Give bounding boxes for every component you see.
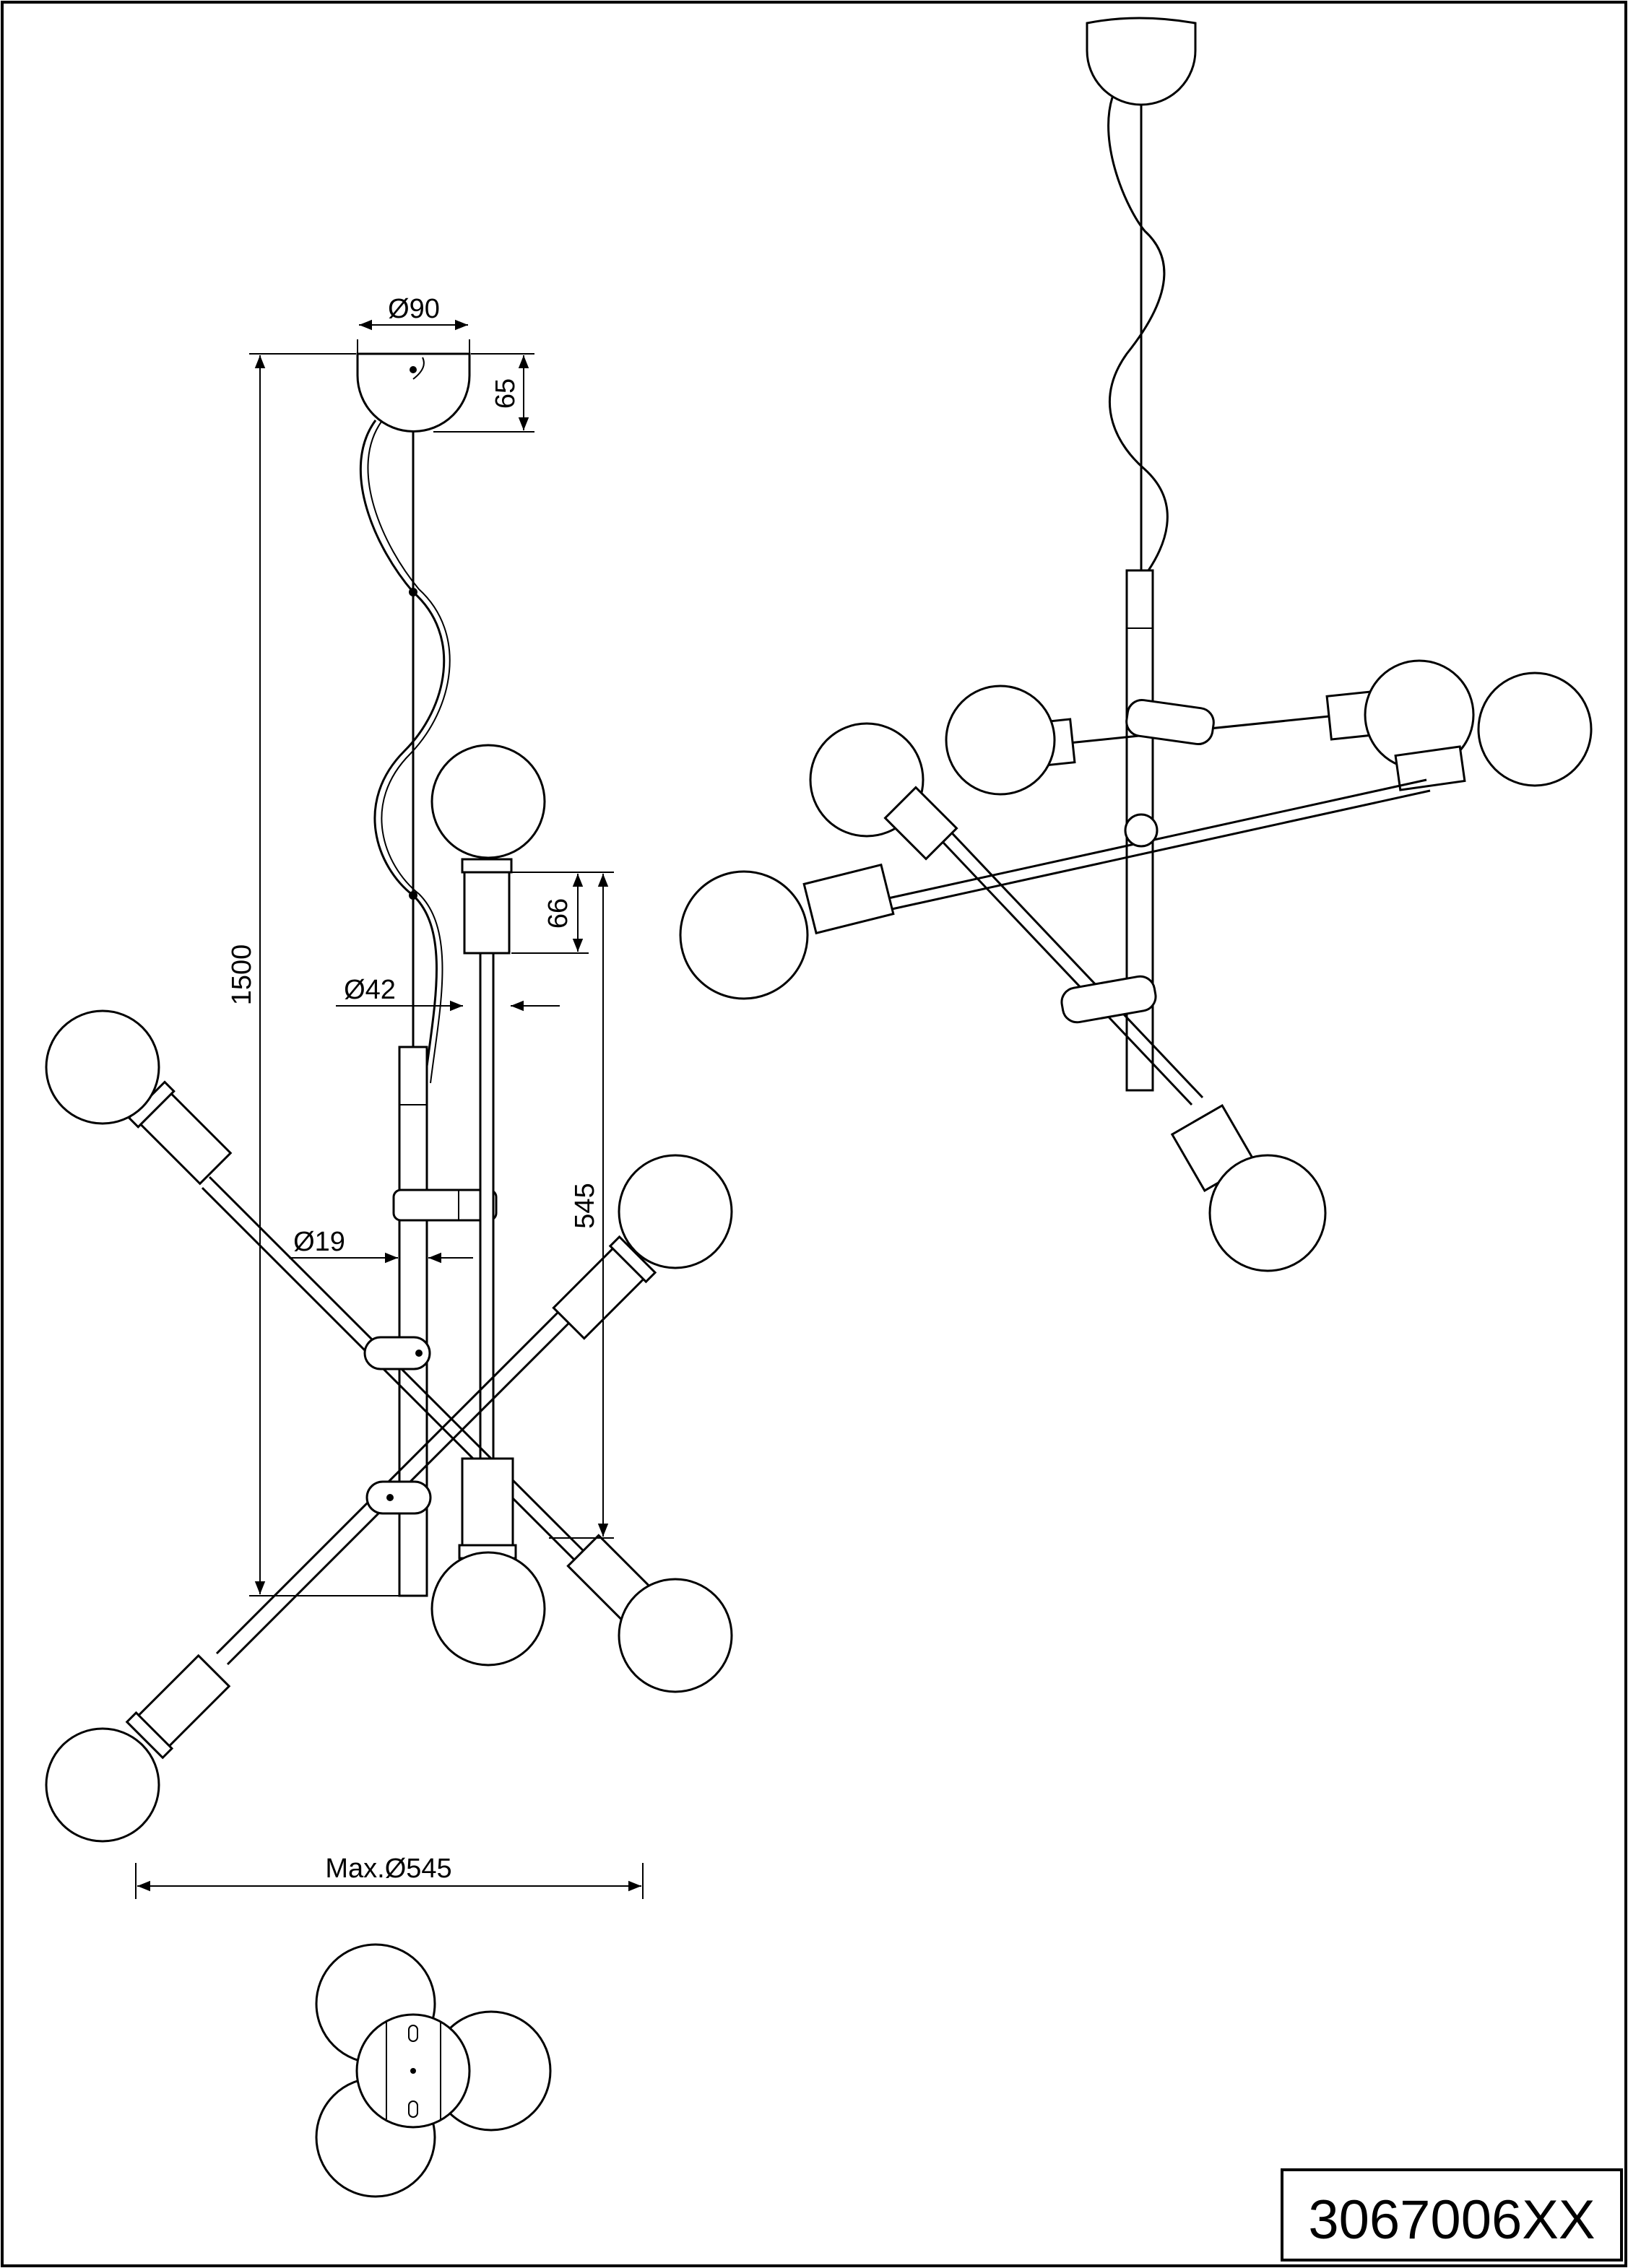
front-elevation-view: Ø90 65 1500 66 Ø42 Ø19 545 Max.Ø545 xyxy=(45,294,733,1899)
perspective-arm-long-edge xyxy=(855,789,1431,918)
top-canopy-screw xyxy=(410,2068,416,2074)
joint-screw xyxy=(386,1494,394,1501)
perspective-bulb xyxy=(945,685,1056,796)
left-upper-bulb xyxy=(45,1009,160,1125)
top-canopy-slot xyxy=(408,2100,418,2118)
left-lower-socket-ring xyxy=(125,1711,174,1760)
dim-canopy-height: 65 xyxy=(490,378,521,409)
perspective-bulb xyxy=(679,870,809,1000)
upper-bulb xyxy=(430,744,546,859)
perspective-view xyxy=(679,17,1593,1272)
perspective-bulb xyxy=(1477,672,1593,787)
perspective-arm-diagonal xyxy=(930,829,1193,1106)
dim-tube-diameter: Ø19 xyxy=(293,1227,345,1257)
perspective-cable xyxy=(1107,97,1169,571)
dim-socket-diameter: Ø42 xyxy=(344,975,396,1005)
perspective-joint xyxy=(1124,813,1159,848)
canopy-hook-icon xyxy=(412,357,425,380)
perspective-socket xyxy=(1394,745,1466,791)
left-lower-bulb xyxy=(45,1727,160,1843)
collar-clamp xyxy=(392,1189,498,1222)
right-upper-socket-ring xyxy=(608,1235,657,1284)
top-canopy-slot xyxy=(408,2025,418,2042)
lower-bulb xyxy=(430,1551,546,1667)
canopy-screw xyxy=(410,366,417,373)
perspective-collar xyxy=(1060,975,1157,1024)
dim-arm-length: 545 xyxy=(570,1183,600,1228)
joint-clamp-upper xyxy=(363,1336,431,1370)
right-lower-bulb xyxy=(618,1578,733,1693)
dim-max-diameter: Max.Ø545 xyxy=(325,1854,451,1884)
canopy xyxy=(356,352,471,433)
cable-clip xyxy=(409,588,417,596)
perspective-socket xyxy=(883,786,958,861)
perspective-canopy xyxy=(1086,17,1197,106)
upper-socket-ring xyxy=(461,858,513,874)
perspective-socket xyxy=(802,863,895,935)
power-cable xyxy=(359,420,446,1084)
cable-clip xyxy=(409,891,417,900)
dim-overall-height: 1500 xyxy=(227,944,257,1006)
dim-canopy-diameter: Ø90 xyxy=(388,294,440,324)
top-view xyxy=(315,1943,552,2198)
upper-socket xyxy=(463,864,511,955)
lower-socket xyxy=(461,1457,514,1550)
title-box: 3067006XX xyxy=(1281,2168,1623,2262)
joint-clamp-lower xyxy=(365,1480,432,1515)
product-code: 3067006XX xyxy=(1308,2189,1595,2251)
dim-socket-height: 66 xyxy=(543,898,573,929)
perspective-arm-diagonal-edge xyxy=(941,822,1204,1099)
perspective-bulb xyxy=(1208,1154,1327,1272)
joint-screw xyxy=(415,1350,423,1357)
right-upper-bulb xyxy=(618,1154,733,1269)
power-cable-inner xyxy=(367,421,451,1084)
title-box-frame xyxy=(1281,2168,1623,2262)
perspective-collar xyxy=(1125,698,1215,746)
